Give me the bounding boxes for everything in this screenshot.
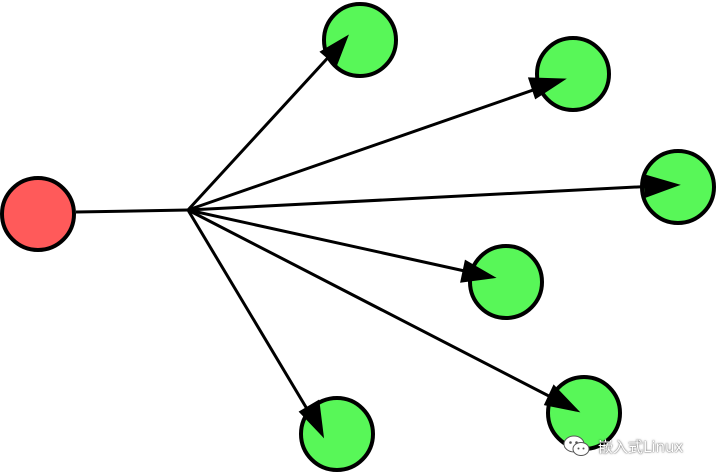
edge-to-target-1	[186, 36, 348, 212]
edge-to-target-6	[186, 209, 324, 435]
edge-to-target-5	[187, 208, 577, 412]
target-node-2	[535, 36, 611, 112]
arrowhead-target-6	[298, 399, 325, 439]
watermark-text: 嵌入式Linux	[598, 437, 684, 456]
arrowhead-target-3	[643, 173, 681, 199]
arrowhead-target-1	[319, 34, 349, 67]
wechat-icon	[563, 435, 590, 456]
edge-to-target-3	[187, 183, 677, 212]
edge-to-target-4	[187, 208, 493, 279]
arrowhead-target-4	[460, 259, 497, 283]
arrowhead-target-5	[543, 384, 581, 413]
target-node-1	[322, 2, 398, 78]
target-node-4	[468, 244, 544, 320]
source-node	[0, 176, 76, 252]
edge-to-target-2	[187, 78, 563, 212]
trunk-edge	[75, 208, 189, 214]
watermark: 嵌入式Linux	[562, 434, 683, 458]
arrowhead-target-2	[527, 77, 567, 100]
